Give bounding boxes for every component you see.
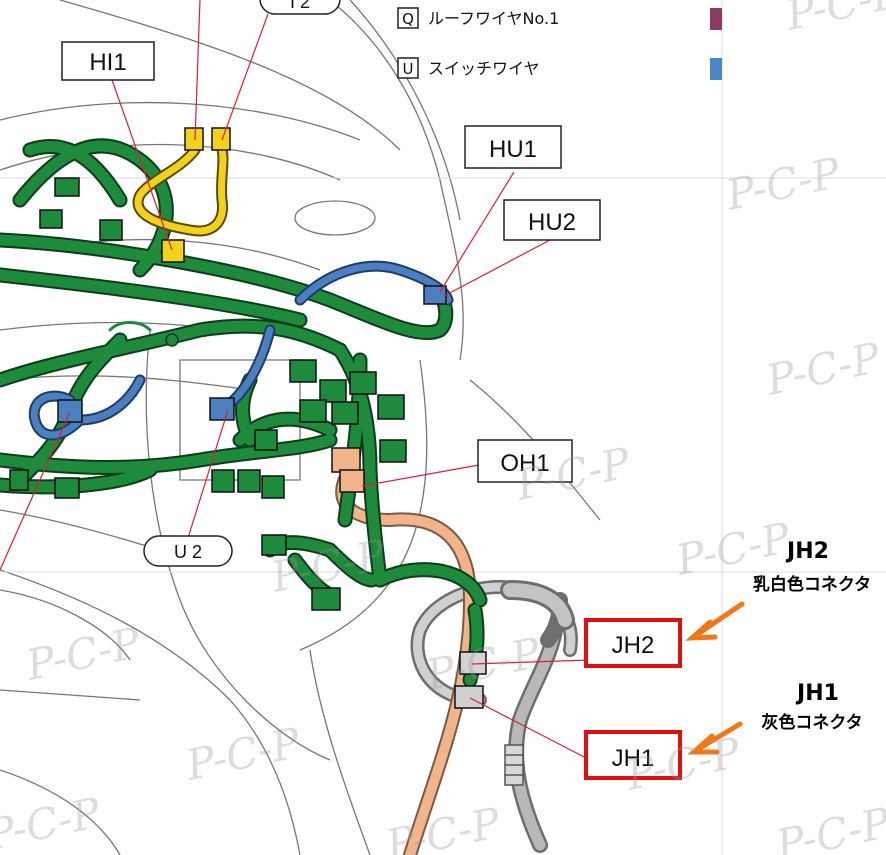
legend-item-u: U スイッチワイヤ xyxy=(397,57,722,80)
svg-text:JH2: JH2 xyxy=(612,632,655,659)
legend-swatch-u xyxy=(710,58,722,80)
svg-text:OH1: OH1 xyxy=(500,450,549,477)
svg-text:I 2: I 2 xyxy=(290,0,310,12)
svg-text:HU2: HU2 xyxy=(528,209,576,236)
callout-u2: U 2 xyxy=(143,535,233,567)
legend-swatch-q xyxy=(710,8,722,30)
svg-text:P-C-P: P-C-P xyxy=(781,0,886,40)
connectors xyxy=(9,127,487,709)
yellow-harness xyxy=(132,144,229,237)
jh2-desc: 乳白色コネクタ xyxy=(753,574,871,595)
legend-label: スイッチワイヤ xyxy=(428,59,540,78)
callout-hu1: HU1 xyxy=(464,125,562,169)
callout-oh1: OH1 xyxy=(477,439,573,483)
jh1-title: JH1 xyxy=(795,681,839,706)
legend-label: ルーフワイヤNo.1 xyxy=(428,9,559,28)
callout-i2: I 2 xyxy=(259,0,341,15)
callout-hi1: HI1 xyxy=(61,41,155,81)
legend-code: Q xyxy=(402,10,414,28)
orange-arrows xyxy=(685,601,745,755)
svg-text:P-C-P: P-C-P xyxy=(761,333,885,405)
jh1-desc: 灰色コネクタ xyxy=(761,712,862,733)
side-notes: JH2 乳白色コネクタ JH1 灰色コネクタ xyxy=(753,539,871,733)
callout-jh1: JH1 xyxy=(584,730,682,780)
svg-text:P-C-P: P-C-P xyxy=(21,618,145,690)
svg-text:HU1: HU1 xyxy=(489,136,537,163)
legend-item-q: Q ルーフワイヤNo.1 xyxy=(397,7,722,30)
svg-text:P-C-P: P-C-P xyxy=(721,148,845,220)
callout-jh2: JH2 xyxy=(584,618,682,668)
leader-lines xyxy=(0,0,591,761)
jh2-title: JH2 xyxy=(785,539,829,564)
svg-text:U 2: U 2 xyxy=(174,542,202,562)
peach-harness xyxy=(335,463,478,855)
svg-text:P-C-P: P-C-P xyxy=(181,718,305,790)
svg-text:P-C-P: P-C-P xyxy=(771,798,886,855)
svg-text:HI1: HI1 xyxy=(89,49,126,76)
gray-cable xyxy=(410,580,578,853)
legend-code: U xyxy=(403,60,414,78)
svg-text:JH1: JH1 xyxy=(612,745,655,772)
callout-hu2: HU2 xyxy=(503,199,601,241)
svg-text:P-C-P: P-C-P xyxy=(0,788,105,855)
svg-text:P-C-P: P-C-P xyxy=(381,798,505,855)
legend: Q ルーフワイヤNo.1 U スイッチワイヤ xyxy=(397,7,722,80)
